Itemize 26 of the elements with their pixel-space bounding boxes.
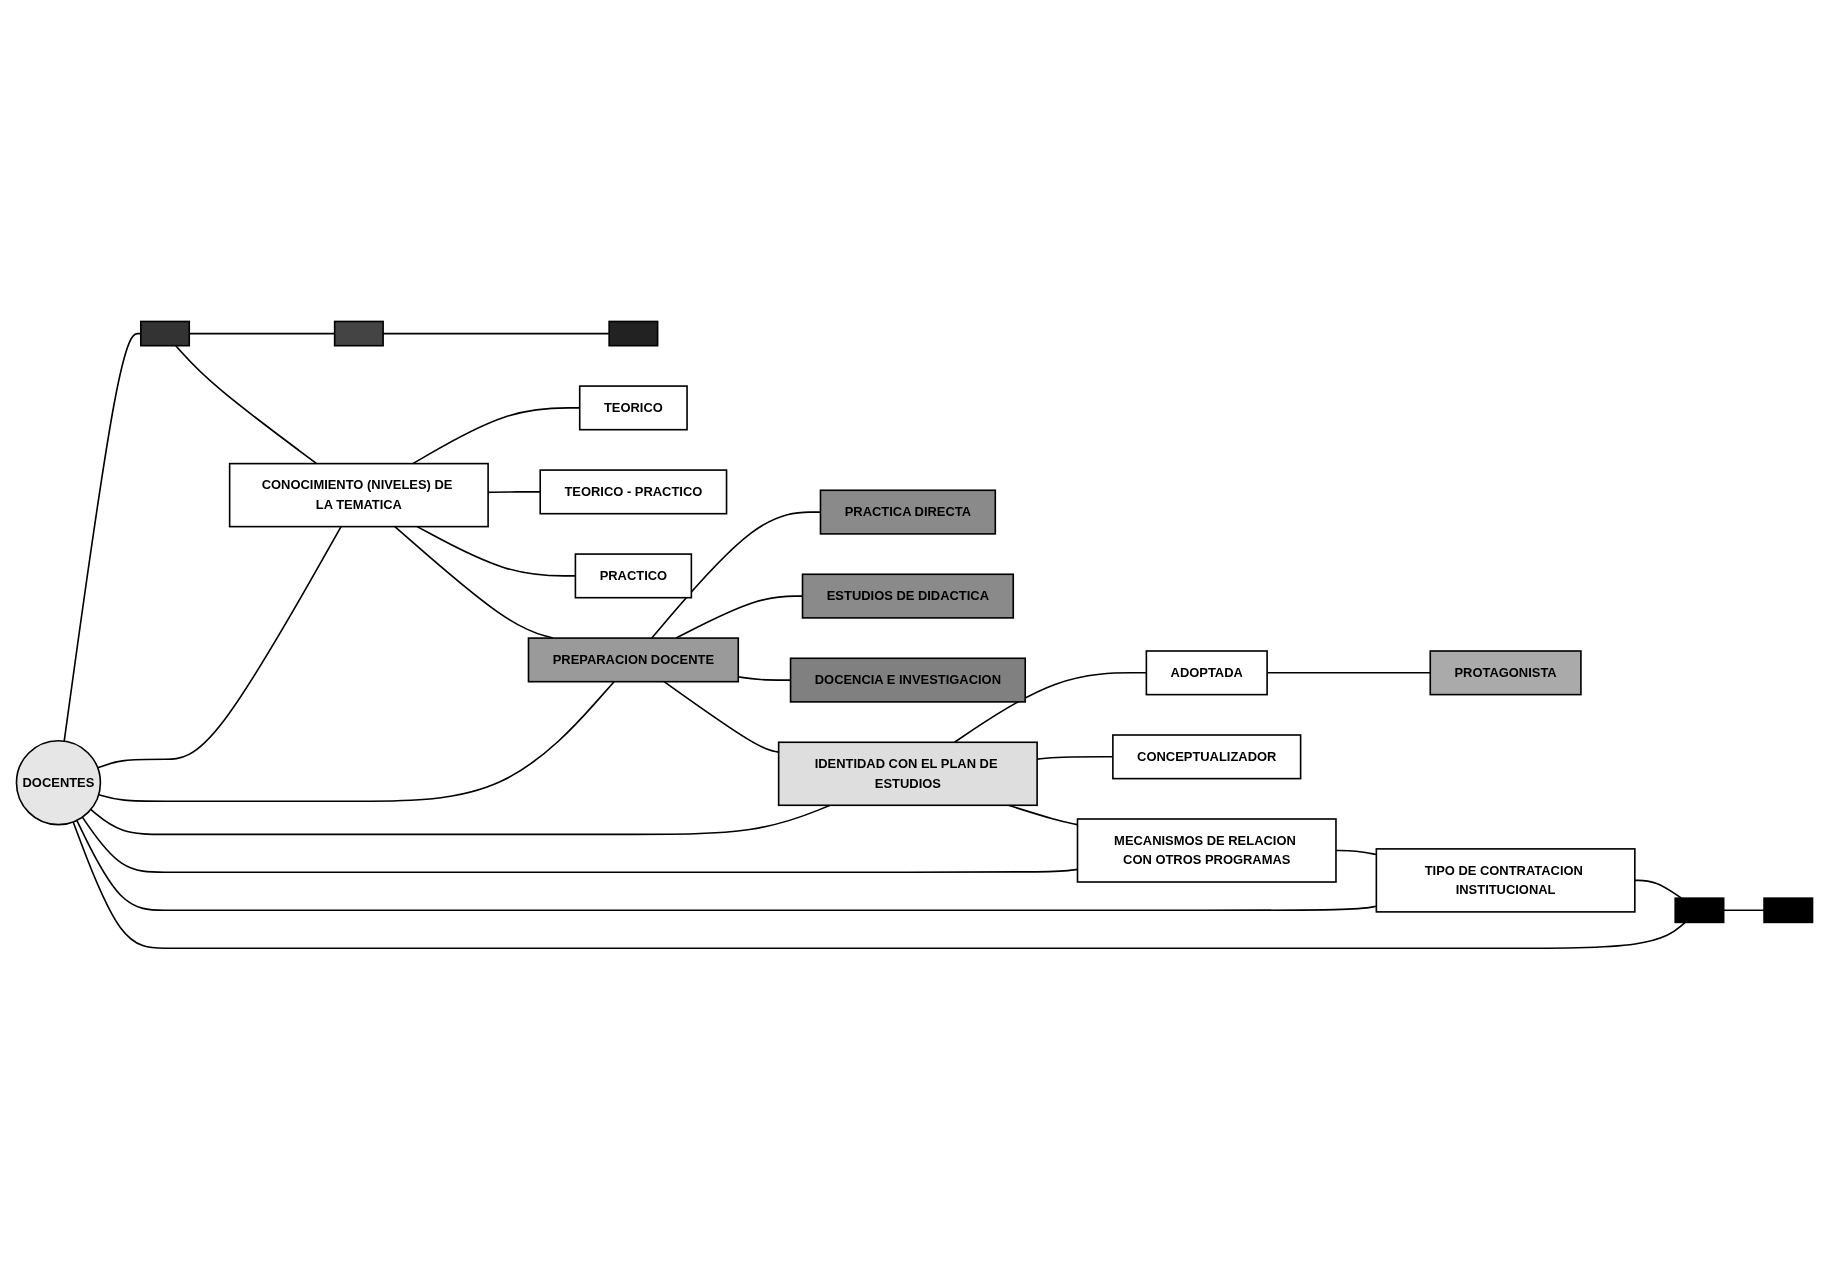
node-box: TIPO DE CONTRATACION INSTITUCIONAL — [1375, 848, 1636, 913]
node-box: TEORICO — [578, 385, 688, 431]
connector — [1634, 879, 1683, 900]
node-box: PREPARACION DOCENTE — [527, 637, 740, 683]
node-box: MECANISMOS DE RELACION CON OTROS PROGRAMAS — [1076, 818, 1337, 883]
connector — [72, 821, 1687, 950]
connector — [96, 525, 342, 769]
node-box: PRACTICA DIRECTA — [819, 489, 997, 535]
node-box — [140, 320, 191, 347]
node-box: TEORICO - PRACTICO — [539, 469, 728, 515]
node-box — [1674, 897, 1725, 924]
node-box: DOCENCIA E INVESTIGACION — [789, 657, 1027, 703]
node-box: ESTUDIOS DE DIDACTICA — [801, 573, 1015, 619]
connector — [174, 345, 318, 465]
node-box — [1763, 897, 1814, 924]
node-box — [608, 320, 659, 347]
node-box: PRACTICO — [574, 553, 693, 599]
node-box: ADOPTADA — [1145, 650, 1268, 696]
connector — [97, 681, 615, 803]
node-box: PROTAGONISTA — [1429, 650, 1582, 696]
node-box — [333, 320, 384, 347]
connector — [89, 804, 831, 836]
node-box: IDENTIDAD CON EL PLAN DE ESTUDIOS — [777, 741, 1038, 807]
node-box: CONOCIMIENTO (NIVELES) DE LA TEMATICA — [228, 462, 489, 528]
node-circle: DOCENTES — [15, 740, 102, 826]
node-box: CONCEPTUALIZADOR — [1112, 734, 1302, 780]
